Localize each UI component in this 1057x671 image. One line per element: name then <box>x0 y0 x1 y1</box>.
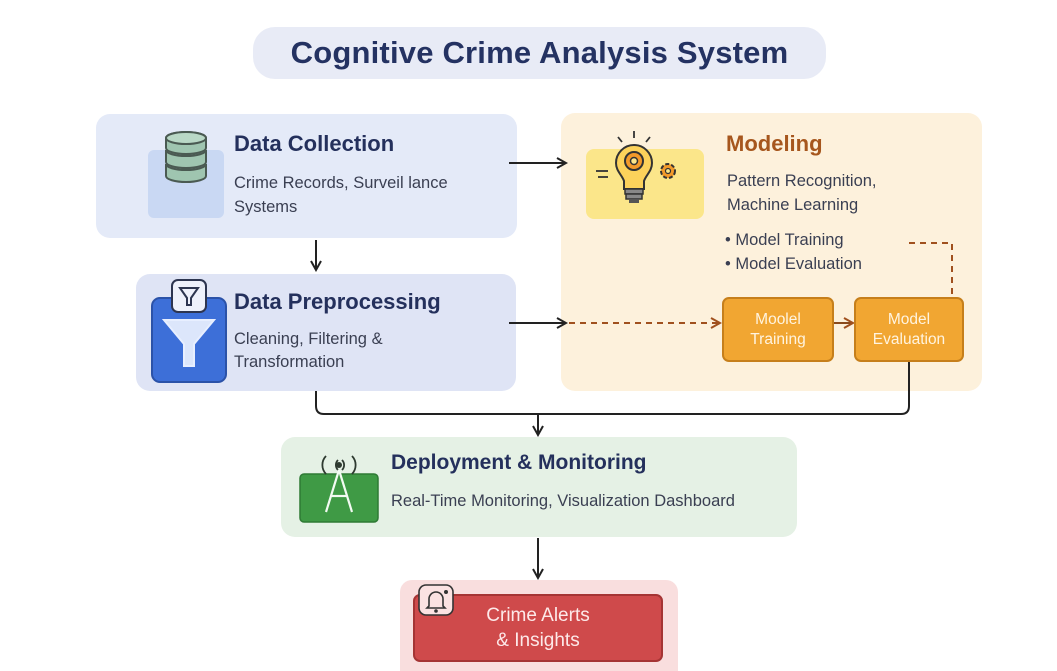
model-evaluation-node[interactable]: Model Evaluation <box>854 297 964 362</box>
alerts-line1: Crime Alerts <box>486 605 590 626</box>
modeling-bullet-evaluation: • Model Evaluation <box>725 255 862 273</box>
model-evaluation-line2: Evaluation <box>872 330 946 348</box>
data-collection-line2: Systems <box>234 198 298 216</box>
model-training-line1: Moolel <box>755 310 801 328</box>
crime-alerts-button[interactable]: Crime Alerts & Insights <box>413 594 663 662</box>
model-training-node[interactable]: Moolel Training <box>722 297 834 362</box>
lightbulb-gear-icon <box>586 129 706 221</box>
dashed-feedback-loop <box>909 242 953 298</box>
alerts-line2: & Insights <box>496 630 580 651</box>
model-evaluation-line1: Model <box>887 310 931 328</box>
funnel-icon <box>150 278 230 384</box>
data-preprocessing-heading: Data Preprocessing <box>234 289 441 314</box>
model-training-line2: Training <box>750 330 806 348</box>
deployment-line1: Real-Time Monitoring, Visualization Dash… <box>391 492 735 510</box>
modeling-bullet-training: • Model Training <box>725 231 844 249</box>
antenna-icon <box>298 450 380 524</box>
database-icon <box>146 128 228 220</box>
data-preprocessing-line1: Cleaning, Filtering & <box>234 330 383 348</box>
data-collection-heading: Data Collection <box>234 131 395 156</box>
modeling-heading: Modeling <box>726 131 823 156</box>
bell-icon <box>418 584 456 618</box>
modeling-line2: Machine Learning <box>727 196 859 214</box>
merge-line-right <box>538 362 910 415</box>
modeling-line1: Pattern Recognition, <box>727 172 877 190</box>
data-preprocessing-line2: Transformation <box>234 353 345 371</box>
data-collection-line1: Crime Records, Surveil lance <box>234 174 448 192</box>
title-pill: Cognitive Crime Analysis System <box>253 27 826 79</box>
merge-line-left <box>315 391 538 415</box>
deployment-heading: Deployment & Monitoring <box>391 451 647 474</box>
diagram-title: Cognitive Crime Analysis System <box>290 35 789 70</box>
